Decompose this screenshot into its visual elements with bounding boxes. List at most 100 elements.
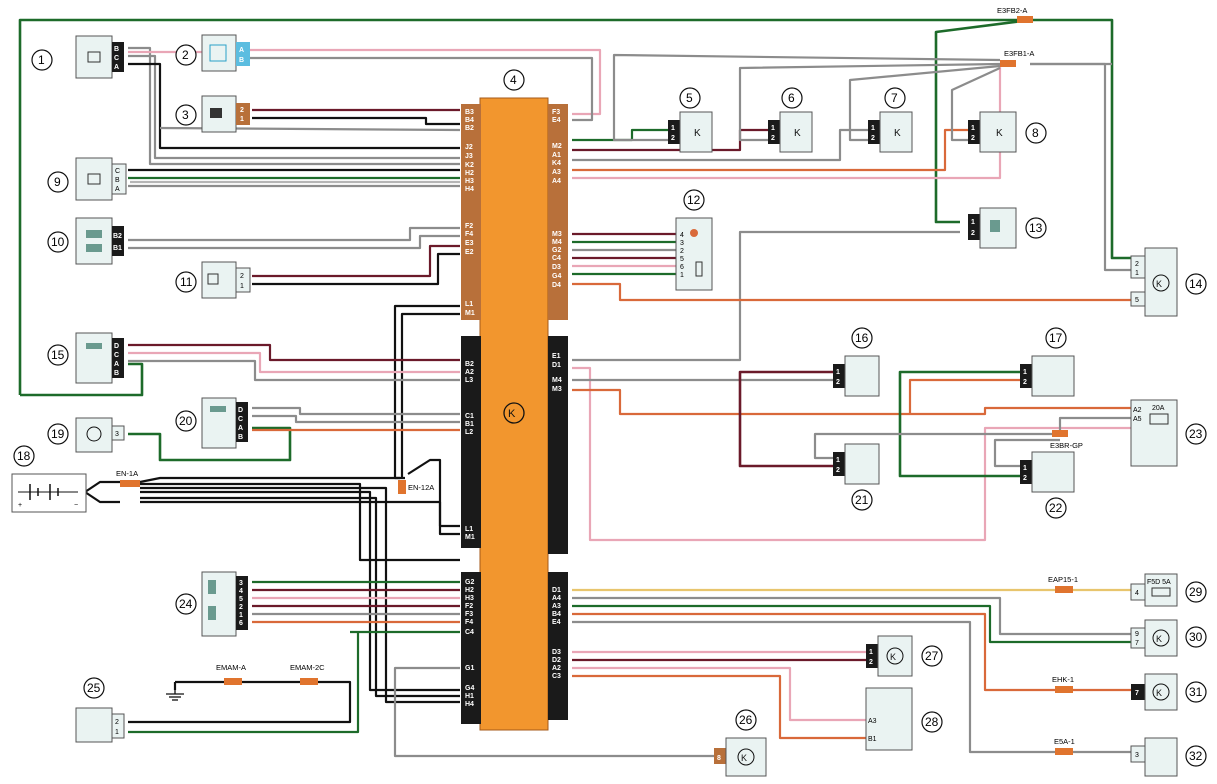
- svg-text:B: B: [239, 57, 244, 64]
- svg-text:D1: D1: [552, 587, 561, 594]
- svg-text:2: 2: [971, 135, 975, 142]
- svg-text:25: 25: [87, 681, 101, 695]
- svg-text:E2: E2: [465, 249, 474, 256]
- component-2: 2 A B: [175, 34, 250, 72]
- svg-text:26: 26: [739, 713, 753, 727]
- component-20: 20 D C A B: [175, 397, 248, 449]
- svg-text:H4: H4: [465, 701, 474, 708]
- svg-text:D4: D4: [552, 282, 561, 289]
- svg-text:3: 3: [115, 431, 119, 438]
- component-6: 6 1 2 K: [768, 87, 813, 153]
- svg-text:2: 2: [240, 273, 244, 280]
- svg-text:K2: K2: [465, 162, 474, 169]
- svg-text:E1: E1: [552, 353, 561, 360]
- component-13: 13 1 2: [968, 207, 1047, 249]
- svg-text:L1: L1: [465, 526, 473, 533]
- svg-text:C4: C4: [552, 255, 561, 262]
- svg-text:B1: B1: [113, 245, 122, 252]
- svg-text:2: 2: [1023, 379, 1027, 386]
- splice-label: EAP15-1: [1048, 575, 1078, 584]
- svg-text:16: 16: [855, 331, 869, 345]
- svg-text:B: B: [114, 370, 119, 377]
- svg-text:C4: C4: [465, 629, 474, 636]
- svg-text:4: 4: [239, 588, 243, 595]
- svg-text:K: K: [741, 753, 747, 763]
- svg-text:E3: E3: [465, 240, 474, 247]
- svg-text:H2: H2: [465, 587, 474, 594]
- splice-label: EN-12A: [408, 483, 434, 492]
- component-26: 26 8 K: [714, 709, 767, 777]
- svg-text:2: 2: [680, 248, 684, 255]
- svg-text:1: 1: [771, 125, 775, 132]
- splice-label: EHK-1: [1052, 675, 1074, 684]
- svg-text:D3: D3: [552, 264, 561, 271]
- svg-text:A4: A4: [552, 178, 561, 185]
- component-5: 5 1 2 K: [668, 87, 713, 153]
- svg-text:2: 2: [771, 135, 775, 142]
- svg-text:D: D: [238, 407, 243, 414]
- wires: [18, 18, 1133, 758]
- svg-text:A3: A3: [552, 169, 561, 176]
- splice-label: E3BR-GP: [1050, 441, 1083, 450]
- component-12: 12 4 3 2 5 6 1: [675, 189, 713, 291]
- svg-text:F4: F4: [465, 231, 473, 238]
- svg-text:A: A: [115, 186, 120, 193]
- svg-text:C: C: [114, 352, 119, 359]
- svg-text:B4: B4: [465, 117, 474, 124]
- svg-text:1: 1: [971, 219, 975, 226]
- svg-text:2: 2: [871, 135, 875, 142]
- component-1: 1 B C A: [31, 35, 124, 79]
- svg-text:30: 30: [1189, 630, 1203, 644]
- svg-text:1: 1: [869, 649, 873, 656]
- svg-text:8: 8: [1032, 126, 1039, 140]
- svg-text:2: 2: [1135, 261, 1139, 268]
- svg-text:B1: B1: [868, 736, 877, 743]
- svg-text:1: 1: [680, 272, 684, 279]
- svg-text:1: 1: [1023, 465, 1027, 472]
- svg-text:13: 13: [1029, 221, 1043, 235]
- svg-text:L3: L3: [465, 377, 473, 384]
- svg-text:K: K: [894, 128, 901, 139]
- svg-text:M1: M1: [465, 310, 475, 317]
- svg-text:3: 3: [1135, 752, 1139, 759]
- svg-text:B3: B3: [465, 109, 474, 116]
- svg-text:2: 2: [869, 659, 873, 666]
- svg-text:H2: H2: [465, 170, 474, 177]
- svg-text:9: 9: [54, 175, 61, 189]
- svg-text:K: K: [508, 408, 516, 420]
- svg-text:H4: H4: [465, 186, 474, 193]
- svg-text:24: 24: [179, 597, 193, 611]
- svg-text:1: 1: [1135, 270, 1139, 277]
- svg-text:D: D: [114, 343, 119, 350]
- svg-text:4: 4: [680, 232, 684, 239]
- svg-text:K: K: [1156, 634, 1162, 644]
- component-32: 32 3: [1130, 737, 1207, 777]
- svg-text:22: 22: [1049, 501, 1063, 515]
- svg-text:23: 23: [1189, 427, 1203, 441]
- svg-text:15: 15: [51, 348, 65, 362]
- svg-text:14: 14: [1189, 277, 1203, 291]
- svg-text:A2: A2: [1133, 407, 1142, 414]
- svg-text:1: 1: [1023, 369, 1027, 376]
- svg-text:A1: A1: [552, 152, 561, 159]
- svg-text:8: 8: [717, 755, 721, 762]
- svg-text:21: 21: [855, 493, 869, 507]
- splice-label: EN-1A: [116, 469, 138, 478]
- svg-text:J3: J3: [465, 153, 473, 160]
- svg-text:11: 11: [180, 275, 193, 289]
- svg-text:F3: F3: [465, 611, 473, 618]
- svg-text:1: 1: [115, 729, 119, 736]
- svg-text:E4: E4: [552, 117, 561, 124]
- component-29: 29 4 F5D 5A: [1130, 573, 1207, 607]
- component-30: 30 9 7 K: [1130, 619, 1207, 657]
- svg-text:17: 17: [1049, 331, 1063, 345]
- svg-text:A3: A3: [868, 718, 877, 725]
- component-3: 3 2 1: [175, 95, 250, 133]
- component-24: 24 3 4 5 2 1 6: [175, 571, 248, 637]
- svg-text:2: 2: [239, 604, 243, 611]
- svg-text:A5: A5: [1133, 416, 1142, 423]
- svg-text:B: B: [114, 46, 119, 53]
- svg-text:6: 6: [680, 264, 684, 271]
- ground-symbol: [166, 690, 184, 701]
- svg-text:H3: H3: [465, 178, 474, 185]
